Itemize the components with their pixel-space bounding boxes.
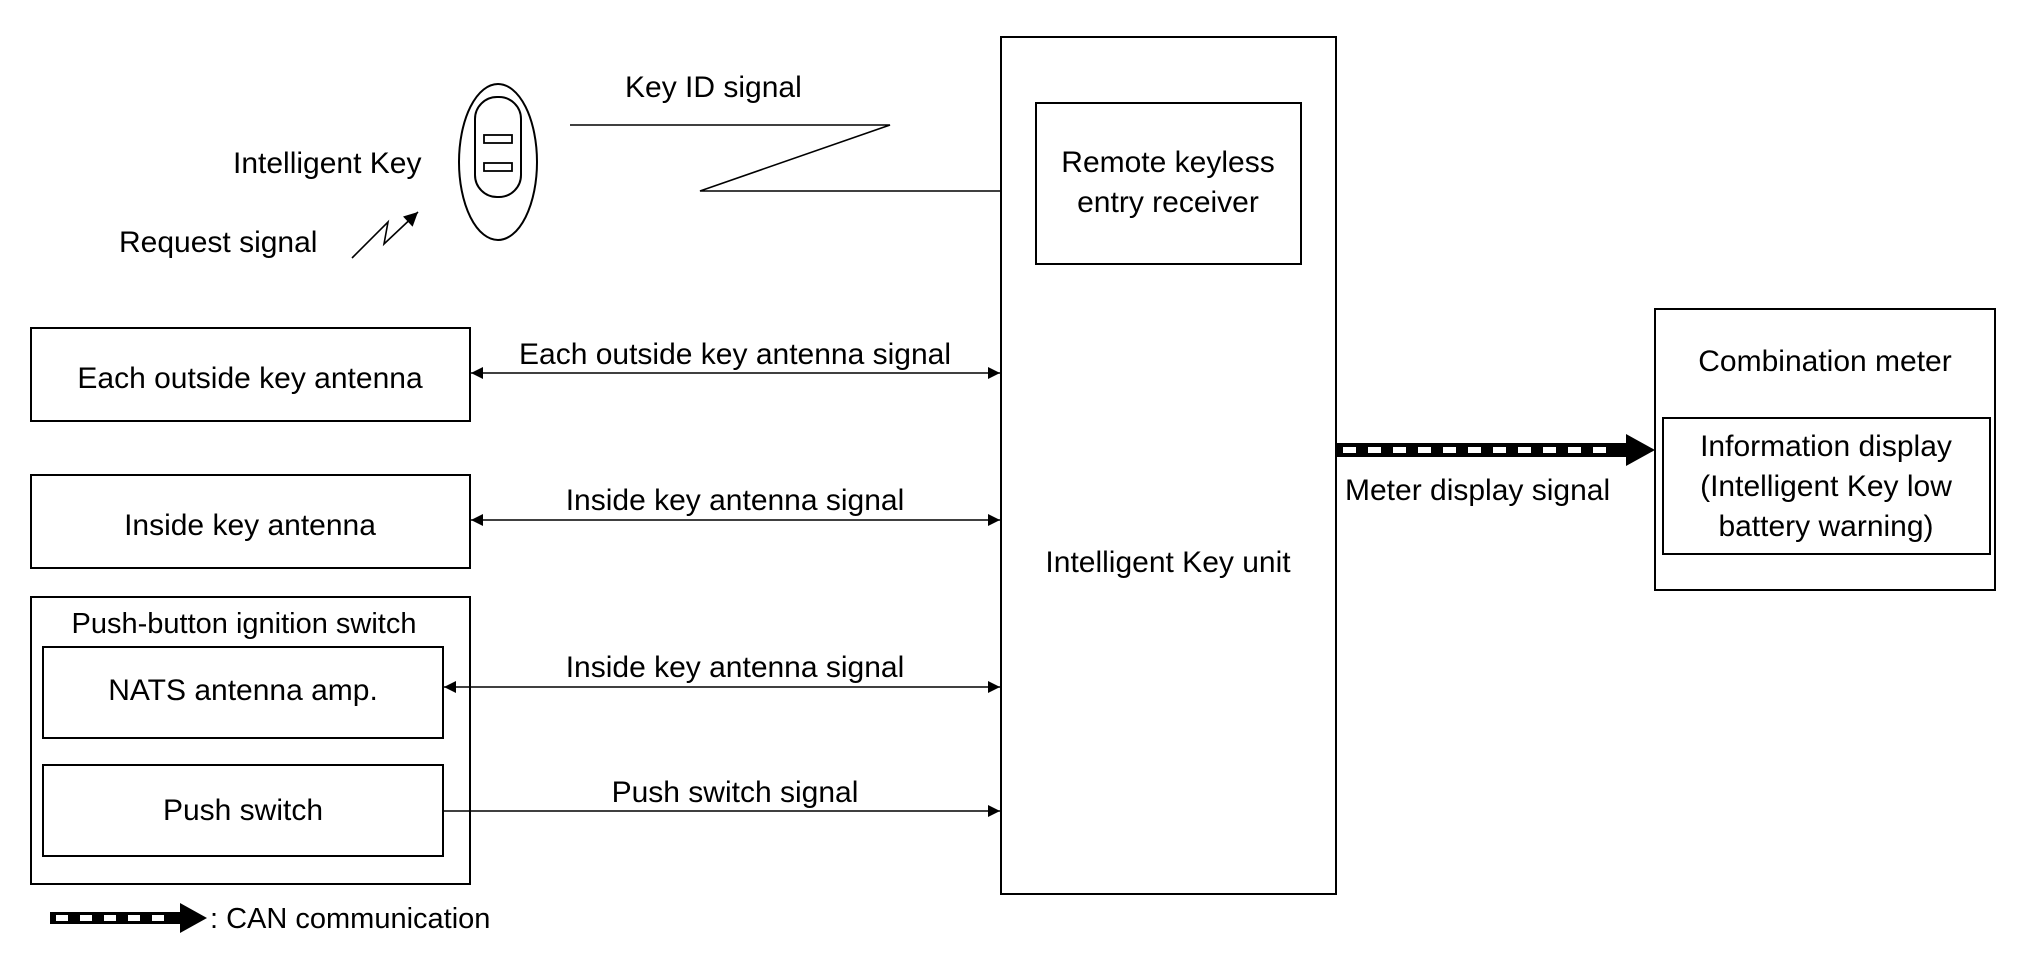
inside-key-antenna-signal-label: Inside key antenna signal [566, 484, 905, 517]
outside-key-antenna-signal-label: Each outside key antenna signal [519, 338, 951, 371]
receiver-label-line1: Remote keyless [1061, 146, 1274, 179]
meter-display-signal-label: Meter display signal [1345, 474, 1610, 507]
remote-keyless-entry-receiver-box [1035, 102, 1302, 265]
push-button-ignition-switch-label: Push-button ignition switch [72, 608, 417, 640]
push-switch-signal-label: Push switch signal [612, 776, 859, 809]
can-communication-legend-label: : CAN communication [210, 903, 490, 935]
nats-antenna-amp-label: NATS antenna amp. [108, 674, 378, 707]
key-id-signal-label: Key ID signal [625, 71, 802, 104]
information-display-line2: (Intelligent Key low [1700, 470, 1952, 503]
request-signal-zigzag [351, 211, 419, 259]
information-display-box [1662, 417, 1991, 555]
inside-key-antenna-label: Inside key antenna [124, 509, 376, 542]
inside-key-antenna-box [30, 474, 471, 569]
request-signal-label: Request signal [119, 226, 317, 259]
intelligent-key-icon [458, 83, 538, 241]
nats-signal-label: Inside key antenna signal [566, 651, 905, 684]
intelligent-key-unit-label: Intelligent Key unit [1045, 546, 1291, 579]
receiver-label-line2: entry receiver [1077, 186, 1259, 219]
nats-antenna-amp-box [42, 646, 444, 739]
push-switch-box [42, 764, 444, 857]
key-id-signal-line [570, 124, 1035, 197]
meter-display-can-arrow [1337, 434, 1655, 466]
combination-meter-label: Combination meter [1698, 345, 1951, 378]
push-switch-label: Push switch [163, 794, 323, 827]
can-communication-legend-icon [50, 903, 207, 933]
information-display-line1: Information display [1700, 430, 1952, 463]
information-display-line3: battery warning) [1718, 510, 1933, 543]
intelligent-key-label: Intelligent Key [233, 147, 421, 180]
outside-key-antenna-box [30, 327, 471, 422]
outside-key-antenna-label: Each outside key antenna [77, 362, 423, 395]
